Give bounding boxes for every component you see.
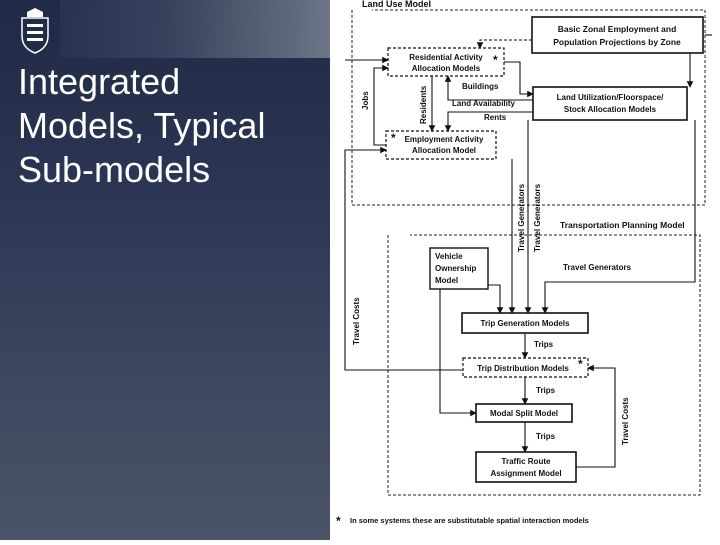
residential-line-1: Residential Activity (409, 53, 483, 62)
land-utilization-box (532, 86, 688, 121)
campus-photo-strip (60, 0, 330, 58)
footnote-text: In some systems these are substitutable … (350, 516, 589, 525)
slide-title: Integrated Models, Typical Sub-models (18, 60, 328, 192)
land-util-line-2: Stock Allocation Models (564, 105, 657, 114)
rents-label: Rents (484, 113, 507, 122)
residential-box (387, 47, 505, 77)
modal-split-label: Modal Split Model (490, 409, 558, 418)
title-panel: Integrated Models, Typical Sub-models (0, 0, 330, 540)
transport-boundary (387, 234, 701, 496)
traffic-route-box (475, 451, 577, 483)
land-availability-label: Land Availability (452, 99, 516, 108)
vehicle-line-3: Model (435, 276, 458, 285)
trip-distribution-label: Trip Distribution Models (477, 364, 569, 373)
title-line-3: Sub-models (18, 149, 211, 190)
basic-zonal-line-1: Basic Zonal Employment and (558, 24, 677, 34)
trips-label-3: Trips (536, 432, 556, 441)
residential-star: * (493, 53, 498, 67)
travel-costs-left: Travel Costs (352, 297, 361, 345)
travel-generators-v1: Travel Generators (517, 183, 526, 252)
land-use-boundary (351, 9, 706, 206)
land-util-line-1: Land Utilization/Floorspace/ (557, 93, 664, 102)
title-line-2: Models, Typical (18, 105, 266, 146)
title-line-1: Integrated (18, 61, 181, 102)
transport-label: Transportation Planning Model (560, 220, 685, 230)
vehicle-line-2: Ownership (435, 264, 476, 273)
vehicle-ownership-box (429, 247, 489, 290)
basic-zonal-line-2: Population Projections by Zone (553, 37, 681, 47)
travel-generators-v2: Travel Generators (533, 183, 542, 252)
employment-line-1: Employment Activity (405, 135, 484, 144)
trips-label-2: Trips (536, 386, 556, 395)
employment-star: * (391, 131, 396, 145)
land-use-label: Land Use Model (362, 0, 431, 9)
trip-generation-label: Trip Generation Models (481, 319, 570, 328)
buildings-label: Buildings (462, 82, 499, 91)
travel-generators-h: Travel Generators (563, 263, 632, 272)
residential-line-2: Allocation Models (412, 64, 481, 73)
trip-distribution-star: * (578, 357, 583, 371)
jobs-label: Jobs (361, 91, 370, 110)
residents-label: Residents (419, 85, 428, 124)
university-crest-icon (21, 8, 49, 54)
diagram-panel: Land Use Model Transportation Planning M… (330, 0, 720, 540)
traffic-line-2: Assignment Model (490, 469, 561, 478)
trips-label-1: Trips (534, 340, 554, 349)
footnote-star: * (336, 514, 341, 528)
travel-costs-right: Travel Costs (621, 397, 630, 445)
employment-line-2: Allocation Model (412, 146, 476, 155)
model-flow-diagram: Land Use Model Transportation Planning M… (336, 0, 712, 528)
vehicle-line-1: Vehicle (435, 252, 463, 261)
connector-arrows (344, 34, 712, 468)
basic-zonal-box (531, 16, 704, 54)
traffic-line-1: Traffic Route (502, 457, 551, 466)
